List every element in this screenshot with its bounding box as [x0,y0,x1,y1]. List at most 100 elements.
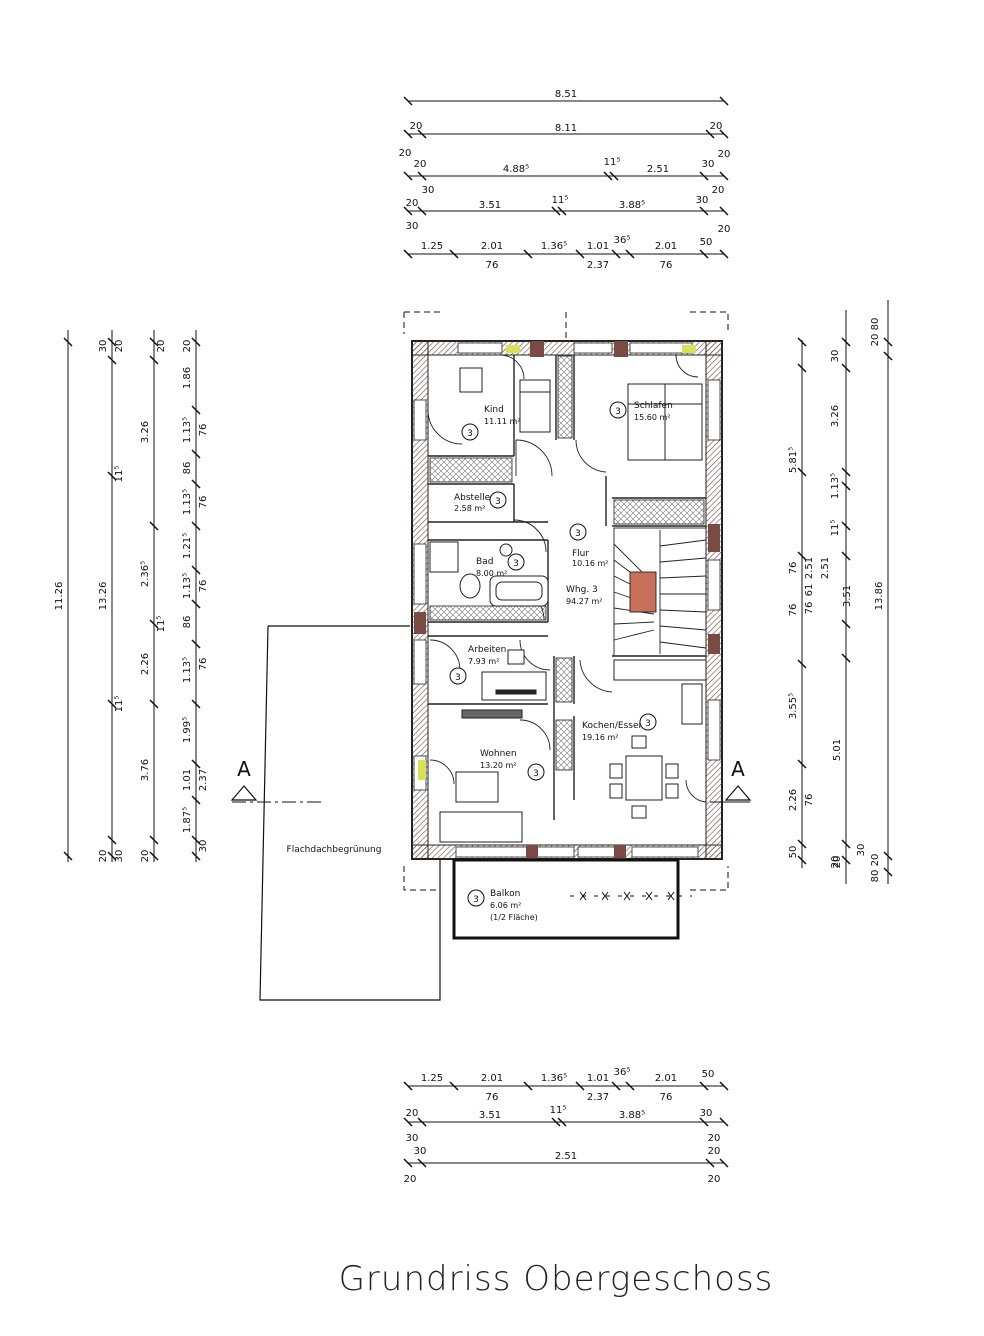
left-dimension-chains [63,330,201,862]
dim-label: 76 [198,580,209,593]
dim-label: 50 [702,1069,715,1080]
dim-label: 20 [832,856,843,869]
dim-label: 30 [702,159,715,170]
dim-label: 2.26 [140,653,151,675]
dim-label: 30 [700,1108,713,1119]
room-name: Flur [572,549,589,559]
dim-label: 36⁵ [614,1067,631,1078]
dim-label: 20 [406,1108,419,1119]
dim-label: 1.21⁵ [182,533,193,559]
dim-label: 4.88⁵ [503,164,529,175]
dim-label: 20 [114,340,125,353]
dim-label: 3.26 [830,405,841,427]
dim-label: 80 [870,318,881,331]
section-letter: A [237,757,251,781]
bottom-dimension-chains [403,1081,729,1168]
room-area: 13.20 m² [480,761,516,770]
room-balkon: 3 Balkon 6.06 m² (1/2 Fläche) [467,889,538,922]
room-number: 3 [615,407,621,417]
dim-label: 76 [804,602,815,615]
dim-label: 1.36⁵ [541,1073,567,1084]
dim-label: 50 [700,237,713,248]
dim-label: 20 [870,854,881,867]
room-name: Balkon [490,889,520,899]
dim-label: 30 [422,185,435,196]
dim-label: 11⁵ [552,195,569,206]
dim-label: 5.81⁵ [788,447,799,473]
room-flur: 3 Flur 10.16 m² [569,523,608,568]
dim-label: 3.51 [842,585,853,607]
dim-label: 1.01 [587,241,609,252]
room-name: Wohnen [480,749,517,759]
dim-label: 1.36⁵ [541,241,567,252]
dim-label: 80 [870,870,881,883]
room-note: (1/2 Fläche) [490,913,538,922]
section-marker-left: A [230,757,322,803]
dim-label: 1.86 [182,367,193,389]
dim-label: 5.01 [832,739,843,761]
room-labels: Kind 11.11 m² 3 Schlafen 15.60 m² 3 Abst… [449,401,673,922]
room-name: Arbeiten [468,645,506,655]
right-dimension-chains [797,300,893,884]
balcony [452,858,692,940]
dim-label: 1.87⁵ [182,807,193,833]
dim-label: 2.51 [804,557,815,579]
unit-area: 94.27 m² [566,597,602,606]
dim-label: 1.01 [587,1073,609,1084]
room-area: 7.93 m² [468,657,499,666]
dim-label: 30 [856,844,867,857]
room-number: 3 [455,673,461,683]
dim-label: 76 [660,1092,673,1103]
section-marker-right: A [710,757,752,803]
dim-label: 20 [406,198,419,209]
room-area: 15.60 m² [634,413,670,422]
dim-label: 11.26 [54,582,65,611]
dim-label: 20 [710,121,723,132]
dim-label: 3.51 [479,200,501,211]
dim-label: 2.51 [647,164,669,175]
room-number: 3 [513,559,519,569]
dim-label: 1.13⁵ [182,489,193,515]
dim-label: 3.51 [479,1110,501,1121]
dim-label: 20 [712,185,725,196]
dim-label: 11⁵ [114,696,125,713]
dim-label: 8.11 [555,123,577,134]
room-number: 3 [645,719,651,729]
dim-label: 11⁵ [114,466,125,483]
dim-label: 2.01 [655,1073,677,1084]
dim-label: 76 [198,658,209,671]
dim-label: 30 [198,840,209,853]
dim-label: 61 [804,584,815,597]
dim-label: 76 [660,260,673,271]
dim-label: 30 [414,1146,427,1157]
dim-label: 20 [718,149,731,160]
unit-label: Whg. 3 94.27 m² [566,585,602,606]
dim-label: 13.26 [98,582,109,611]
dim-label: 20 [708,1174,721,1185]
room-area: 19.16 m² [582,733,618,742]
dim-label: 1.13⁵ [182,657,193,683]
dim-label: 50 [788,846,799,859]
dim-label: 20 [156,340,167,353]
dim-label: 1.25 [421,241,443,252]
dim-label: 76 [804,794,815,807]
dim-label: 20 [182,340,193,353]
room-arbeiten: Arbeiten 7.93 m² 3 [449,645,506,685]
room-name: Bad [476,557,493,567]
dim-label: 76 [788,604,799,617]
dim-label: 30 [406,1133,419,1144]
dim-label: 20 [718,224,731,235]
dim-label: 20 [830,856,841,869]
dim-label: 2.01 [655,241,677,252]
dim-label: 11⁵ [550,1105,567,1116]
dim-label: 20 [404,1174,417,1185]
dim-label: 11⁵ [604,157,621,168]
dim-label: 2.37 [587,260,609,271]
dim-label: 2.36⁵ [140,561,151,587]
top-dimension-labels: 8.51 20 8.11 20 20 20 4.88⁵ 11⁵ 2.51 30 … [399,89,731,271]
dim-label: 20 [708,1133,721,1144]
dim-label: 1.01 [182,769,193,791]
room-wohnen: Wohnen 13.20 m² 3 [480,749,545,781]
room-number: 3 [575,529,581,539]
